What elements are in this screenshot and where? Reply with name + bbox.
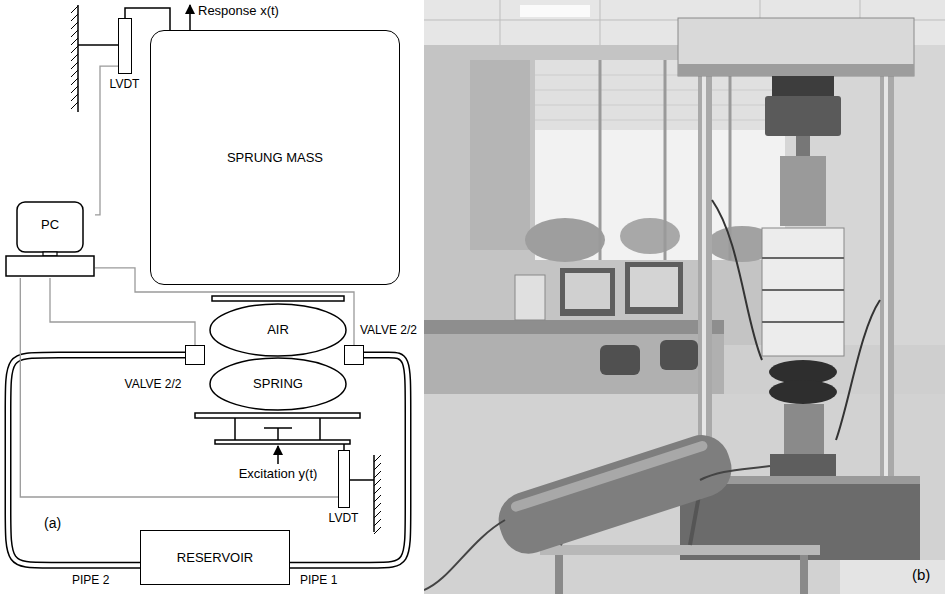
label-anchor: Excitation y(t) (239, 466, 318, 481)
base-plate (215, 440, 350, 444)
cable (712, 200, 880, 440)
node-text: SPRUNG MASS (227, 150, 323, 165)
monitor-screen (630, 267, 678, 307)
frame-post (235, 418, 320, 440)
floor (424, 394, 945, 594)
label-anchor: Response x(t) (198, 3, 279, 18)
panel-label: (a) (44, 515, 61, 531)
response-arrow (189, 5, 191, 30)
reservoir-tank (491, 428, 738, 561)
bottom-plate (195, 413, 360, 418)
top-plate (212, 296, 344, 301)
signal-wire (50, 278, 195, 345)
node-text: PC (17, 217, 83, 233)
tree (620, 218, 680, 254)
column-highlight (884, 60, 888, 500)
pipe-label: PIPE 1 (300, 573, 337, 587)
signal-label: Response x(t) (198, 3, 279, 18)
table-leg (800, 555, 808, 594)
window-blind (470, 60, 530, 250)
pc-icon (5, 200, 95, 278)
part-label: LVDT (110, 77, 140, 91)
grip (780, 156, 826, 226)
label-anchor: PIPE 1 (300, 573, 337, 587)
ceiling-light (520, 5, 590, 17)
wall-hatching (374, 455, 381, 534)
machine-column (880, 60, 894, 500)
air-spring-bellow (769, 380, 837, 404)
wall-hatching (71, 6, 78, 109)
label-anchor: (a) (44, 515, 61, 531)
tank-body (491, 428, 738, 561)
mass-plates (762, 258, 844, 322)
pipe-label: PIPE 2 (72, 573, 109, 587)
tree (525, 218, 605, 262)
desk-top (424, 320, 724, 334)
load-cell (765, 96, 841, 136)
part-label: LVDT (329, 511, 359, 525)
computer-tower (515, 275, 545, 320)
excitation-arrow (277, 446, 279, 464)
table-top (540, 545, 820, 555)
crosshead (678, 18, 914, 76)
node-text: RESERVOIR (177, 550, 253, 565)
load-cell (772, 76, 834, 96)
chair (660, 340, 698, 370)
table-leg (555, 555, 563, 594)
monitor (625, 262, 683, 314)
monitor (560, 268, 615, 316)
photo-background (424, 0, 945, 594)
air-spring-outline (208, 302, 348, 412)
part-label: VALVE 2/2 (125, 377, 182, 391)
reservoir-box: RESERVOIR (140, 530, 290, 585)
machine-column (698, 60, 712, 500)
column-highlight (702, 60, 706, 500)
valve-box: VALVE 2/2 (344, 345, 364, 365)
floor-light (840, 560, 945, 594)
back-wall (424, 45, 945, 345)
air-spring: AIR SPRING (208, 302, 348, 412)
pc-computer: PC (5, 200, 95, 278)
label-anchor: PIPE 2 (72, 573, 109, 587)
actuator (784, 404, 824, 454)
valve-box: VALVE 2/2 (185, 345, 205, 365)
panel-label: (b) (912, 566, 930, 583)
label-anchor: (b) (912, 566, 930, 583)
signal-label: Excitation y(t) (239, 466, 318, 481)
pc-case (6, 256, 94, 276)
sensor-arm (78, 44, 118, 46)
lvdt-sensor: LVDT (338, 450, 350, 508)
lab-photo (424, 0, 945, 594)
part-label: VALVE 2/2 (360, 323, 417, 337)
actuator-base (770, 454, 836, 476)
hose (424, 466, 770, 590)
fixed-wall (77, 5, 79, 112)
sprung-mass-stack (762, 228, 844, 356)
chair (600, 345, 640, 375)
lvdt-sensor: LVDT (118, 18, 132, 74)
desk-front (424, 334, 724, 394)
sensor-arm (350, 479, 374, 481)
frame-tee (264, 428, 292, 440)
crosshead-band (678, 64, 914, 76)
monitor-screen (565, 273, 610, 309)
sprung-mass-box: SPRUNG MASS (150, 30, 400, 285)
node-text: AIR SPRING (248, 303, 308, 411)
machine-rod (796, 136, 810, 156)
monitor-outline (17, 202, 83, 252)
tank-highlight (510, 440, 709, 513)
blind-slats (535, 75, 785, 120)
